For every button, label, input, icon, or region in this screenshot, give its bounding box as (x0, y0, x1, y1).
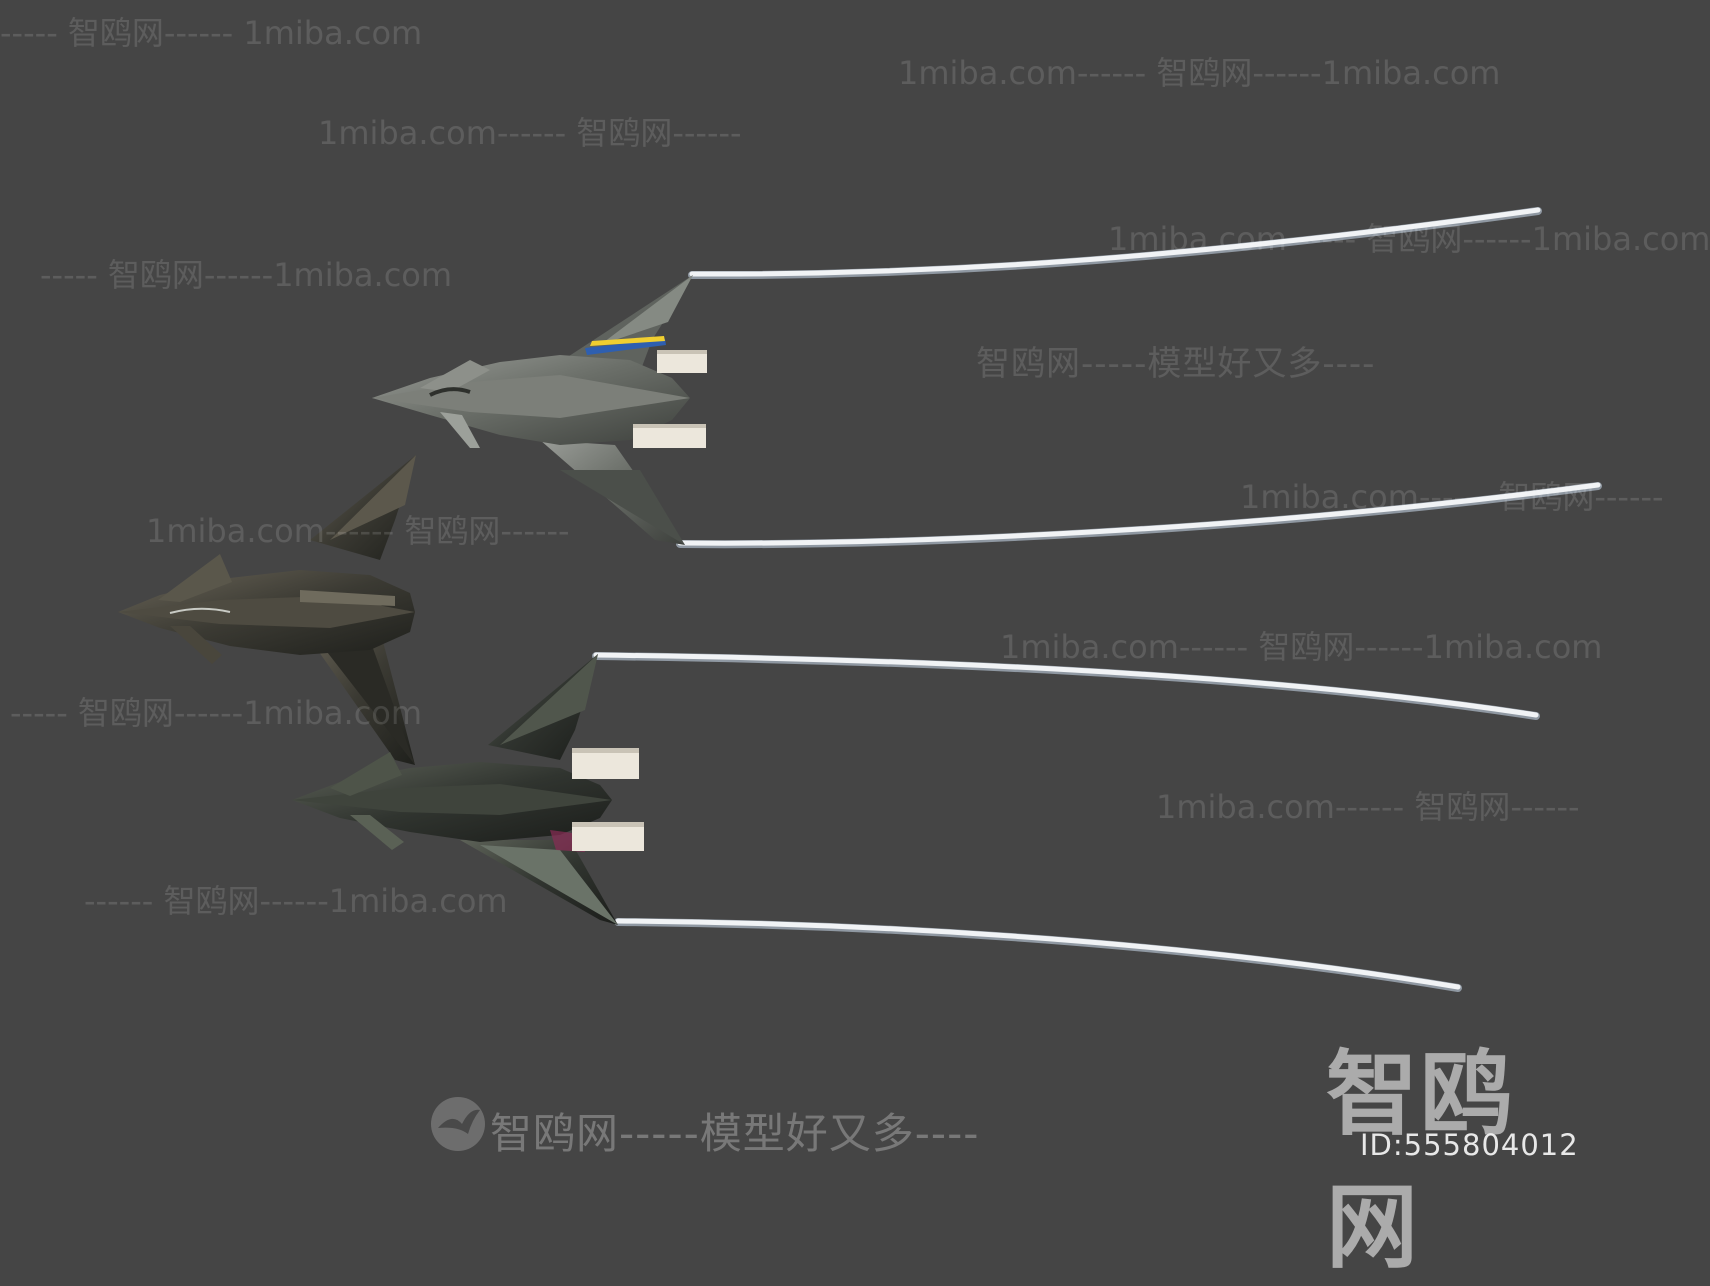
watermark-line: ----- 智鸥网------1miba.com (10, 694, 423, 732)
exhaust-plume (657, 351, 707, 373)
watermark-line: ----- 智鸥网------1miba.com (40, 256, 453, 294)
exhaust-plume (633, 425, 706, 448)
jet-top (372, 275, 707, 545)
bird-logo-icon (431, 1097, 485, 1151)
watermark-line: ----- 智鸥网------ 1miba.com (0, 14, 423, 52)
contrail-4 (614, 918, 1462, 992)
contrail-2 (676, 482, 1602, 549)
watermark-line: 1miba.com------ 智鸥网------ (146, 512, 570, 550)
contrails (592, 207, 1602, 992)
model-id-label: ID:555804012 (1360, 1128, 1579, 1162)
watermark-line: 1miba.com------ 智鸥网------ (318, 114, 742, 152)
watermark-line: ------ 智鸥网------1miba.com (84, 882, 508, 920)
render-scene (118, 207, 1602, 992)
contrail-3 (592, 652, 1540, 720)
watermark-line: 1miba.com------ 智鸥网------ (1156, 788, 1580, 826)
brand-watermark: 智鸥网 (1326, 1041, 1515, 1281)
watermark-line: 1miba.com------ 智鸥网------1miba.com (1108, 220, 1710, 258)
exhaust-plume (572, 823, 644, 851)
watermark-tagline-bottom: 智鸥网-----模型好又多---- (490, 1109, 980, 1158)
watermark-line: 1miba.com------ 智鸥网------1miba.com (898, 54, 1501, 92)
jet-bottom (292, 654, 644, 925)
contrail-1 (688, 207, 1542, 280)
watermark-line: 1miba.com------ 智鸥网------ (1240, 478, 1664, 516)
watermark-tagline: 智鸥网-----模型好又多---- (976, 344, 1376, 384)
exhaust-plume (572, 749, 639, 779)
jet-middle (118, 455, 416, 765)
watermark-line: 1miba.com------ 智鸥网------1miba.com (1000, 628, 1603, 666)
